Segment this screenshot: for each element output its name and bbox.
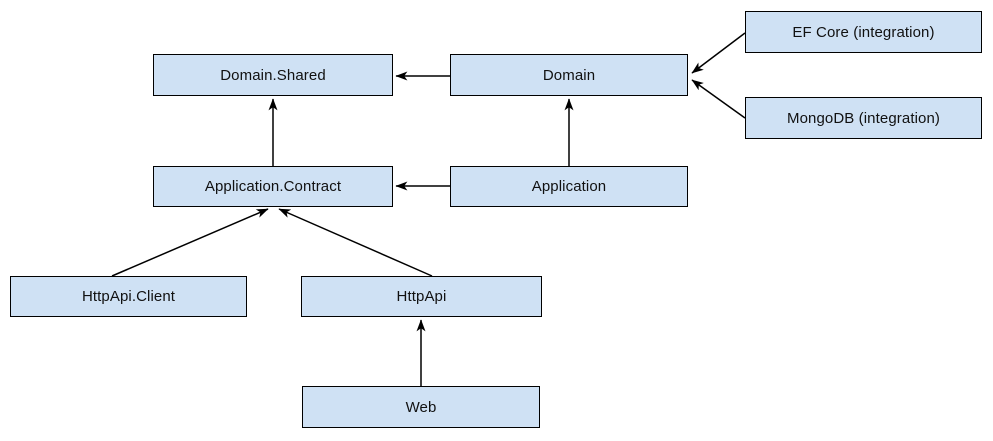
node-mongodb[interactable]: MongoDB (integration) — [745, 97, 982, 139]
edge-httpapi-client-to-application-contract — [111, 208, 269, 277]
node-label-application-contract: Application.Contract — [204, 178, 342, 195]
node-httpapi-client[interactable]: HttpApi.Client — [10, 276, 247, 317]
edge-mongodb-to-domain — [691, 79, 746, 119]
node-domain-shared[interactable]: Domain.Shared — [153, 54, 393, 96]
node-application-contract[interactable]: Application.Contract — [153, 166, 393, 207]
node-label-web: Web — [405, 398, 437, 416]
node-application[interactable]: Application — [450, 166, 688, 207]
node-label-application: Application — [531, 178, 607, 195]
node-label-domain: Domain — [542, 66, 596, 84]
edge-httpapi-to-application-contract — [278, 208, 433, 277]
node-label-ef-core: EF Core (integration) — [792, 23, 935, 41]
edge-ef-core-to-domain — [691, 32, 746, 74]
node-httpapi[interactable]: HttpApi — [301, 276, 542, 317]
node-label-mongodb: MongoDB (integration) — [786, 109, 940, 127]
node-label-domain-shared: Domain.Shared — [220, 66, 326, 84]
node-ef-core[interactable]: EF Core (integration) — [745, 11, 982, 53]
node-label-httpapi: HttpApi — [396, 288, 447, 305]
node-domain[interactable]: Domain — [450, 54, 688, 96]
node-label-httpapi-client: HttpApi.Client — [81, 288, 176, 305]
node-web[interactable]: Web — [302, 386, 540, 428]
